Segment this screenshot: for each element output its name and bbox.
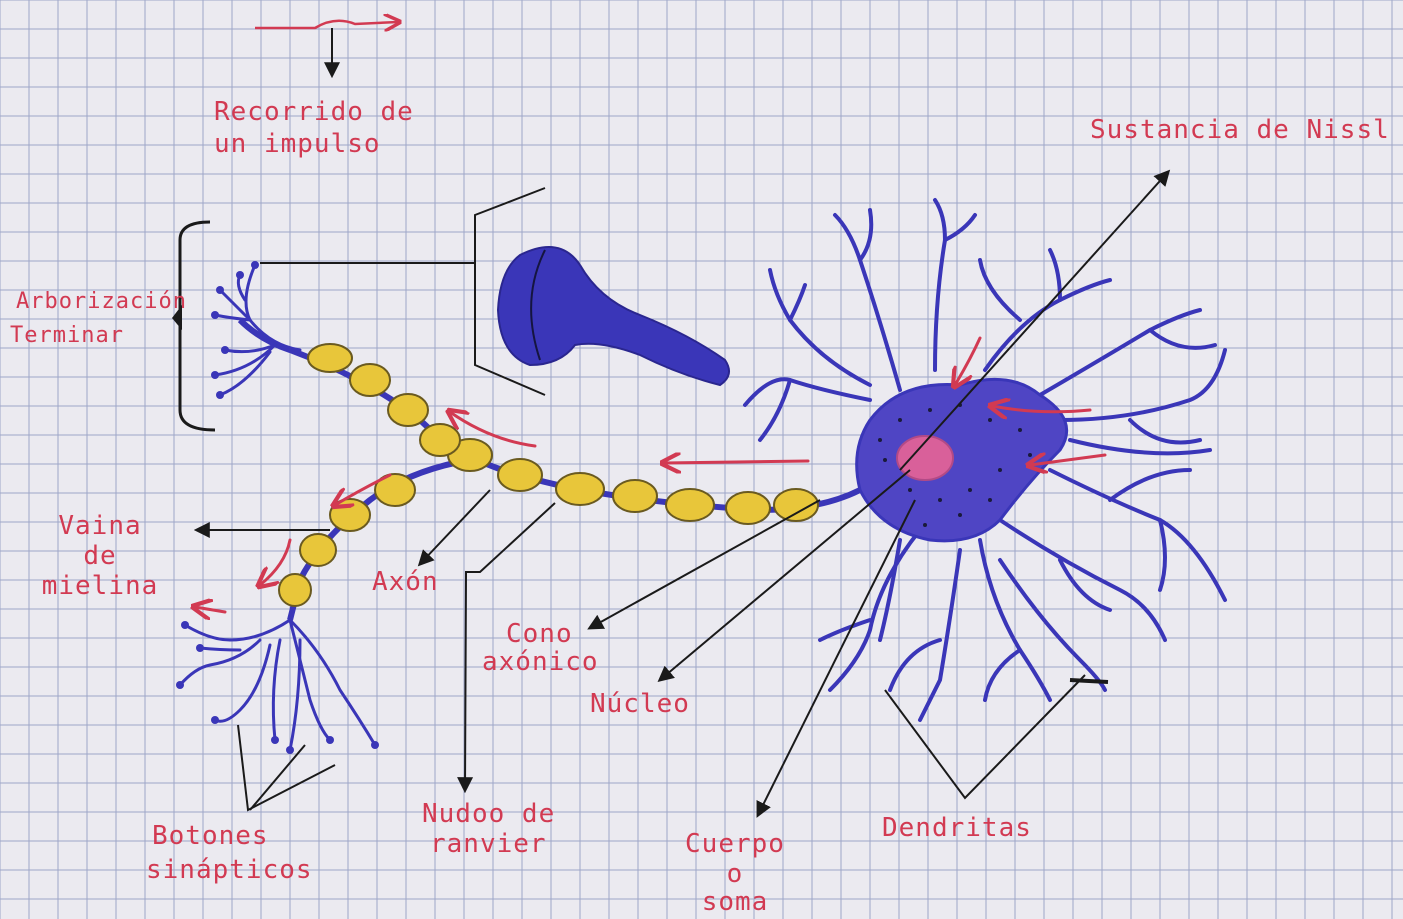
arborization-bracket <box>180 222 215 430</box>
myelin-label-line1: Vaina <box>40 512 160 540</box>
soma-label-line2: o <box>660 860 810 888</box>
soma-label-line1: Cuerpo <box>660 830 810 858</box>
arborization-label-line1: Arborización <box>16 288 187 316</box>
nucleus-label: Núcleo <box>590 690 690 718</box>
myelin-label-line3: mielina <box>40 572 160 600</box>
nissl-label: Sustancia de Nissl <box>1090 116 1390 144</box>
synaptic-boutons-knobs <box>176 621 379 754</box>
terminal-arborization-drawing <box>215 265 300 395</box>
synaptic-boutons-drawing <box>180 620 375 750</box>
myelin-segments <box>279 344 818 606</box>
axon-hillock-label-line1: Cono <box>506 620 573 648</box>
ranvier-label-line1: Nudoo de <box>422 800 555 828</box>
impulse-label-line2: un impulso <box>214 130 381 158</box>
dendrites-label: Dendritas <box>882 814 1032 842</box>
magnified-bouton-drawing <box>498 247 729 385</box>
boutons-label-line1: Botones <box>152 822 269 850</box>
boutons-label-line2: sinápticos <box>146 856 313 884</box>
myelin-label-line2: de <box>40 542 160 570</box>
soma-body <box>857 379 1067 540</box>
impulse-label-line1: Recorrido de <box>214 98 414 126</box>
axon-hillock-label-line2: axónico <box>482 648 599 676</box>
arborization-label-line2: Terminar <box>10 322 124 350</box>
ranvier-label-line2: ranvier <box>430 830 547 858</box>
soma-label-line3: soma <box>660 888 810 916</box>
axon-label: Axón <box>372 568 439 596</box>
